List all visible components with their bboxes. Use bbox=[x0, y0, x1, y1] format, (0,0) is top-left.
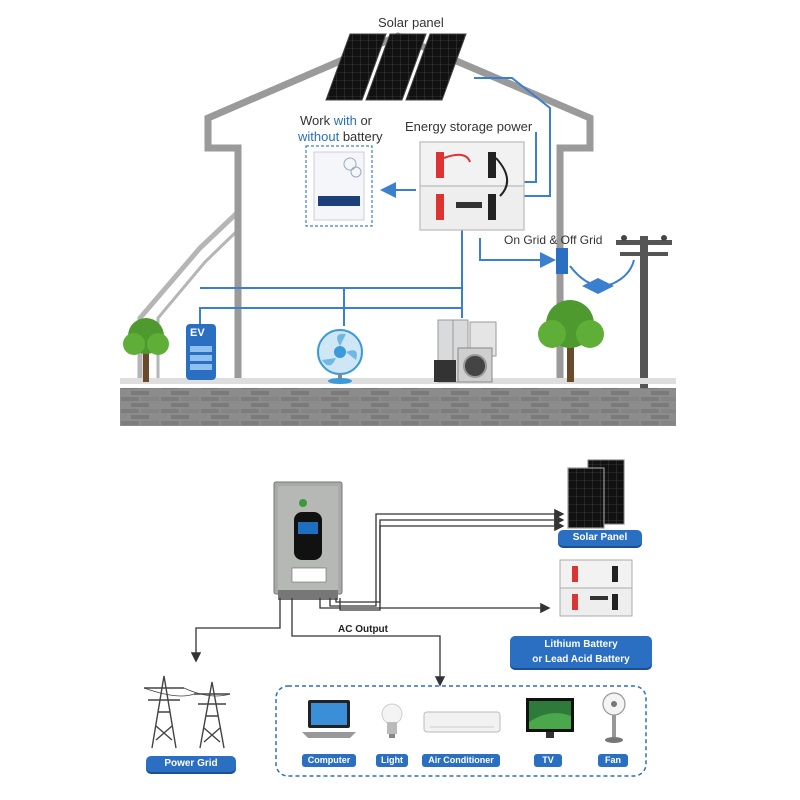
fan-bottom-icon bbox=[602, 692, 626, 743]
computer-tag: Computer bbox=[302, 754, 356, 767]
ev-charger bbox=[186, 324, 216, 380]
tree-left bbox=[123, 318, 169, 382]
ground-line bbox=[120, 378, 676, 384]
energy-storage-label: Energy storage power bbox=[405, 119, 533, 134]
air-conditioner-tag: Air Conditioner bbox=[422, 754, 500, 767]
grid-switch bbox=[556, 248, 568, 274]
computer-icon bbox=[302, 700, 356, 738]
work-with-label-line1: Work with or bbox=[300, 113, 372, 128]
solar-panel-bottom bbox=[567, 459, 625, 529]
or-text: or bbox=[356, 113, 373, 128]
ac-output-label: AC Output bbox=[338, 624, 388, 635]
work-text: Work bbox=[300, 113, 334, 128]
inverter-bottom bbox=[273, 481, 343, 600]
work-with-label-line2: without battery bbox=[298, 129, 383, 144]
power-grid-badge: Power Grid bbox=[146, 756, 236, 772]
fan-top bbox=[317, 329, 363, 384]
battery-badge-line2: or Lead Acid Battery bbox=[532, 654, 630, 665]
ev-label: EV bbox=[190, 327, 205, 339]
battery-badge-line1: Lithium Battery bbox=[544, 639, 618, 650]
tree-right bbox=[538, 300, 604, 382]
battery-text: battery bbox=[339, 129, 383, 144]
grid-mode-label: On Grid & Off Grid bbox=[504, 233, 603, 247]
tv-icon bbox=[526, 698, 574, 738]
fan-tag: Fan bbox=[598, 754, 628, 767]
inverter-top bbox=[305, 145, 373, 227]
with-text: with bbox=[333, 113, 357, 128]
battery-bottom bbox=[559, 559, 633, 617]
battery-badge: Lithium Battery or Lead Acid Battery bbox=[510, 636, 652, 668]
ground-bricks bbox=[120, 388, 676, 426]
solar-panel-label: Solar panel bbox=[378, 15, 444, 30]
air-conditioner-icon bbox=[423, 711, 501, 733]
without-text: without bbox=[298, 129, 340, 144]
power-towers bbox=[143, 675, 231, 749]
solar-panel-badge: Solar Panel bbox=[558, 530, 642, 546]
light-bulb-icon bbox=[381, 703, 403, 738]
tv-tag: TV bbox=[534, 754, 562, 767]
roof-solar-panels bbox=[325, 33, 467, 101]
appliance-group-box bbox=[275, 685, 647, 777]
bottom-wiring bbox=[190, 508, 565, 687]
appliances-top bbox=[434, 319, 497, 383]
energy-storage-battery bbox=[419, 141, 525, 231]
light-tag: Light bbox=[376, 754, 408, 767]
top-wiring bbox=[199, 77, 635, 326]
